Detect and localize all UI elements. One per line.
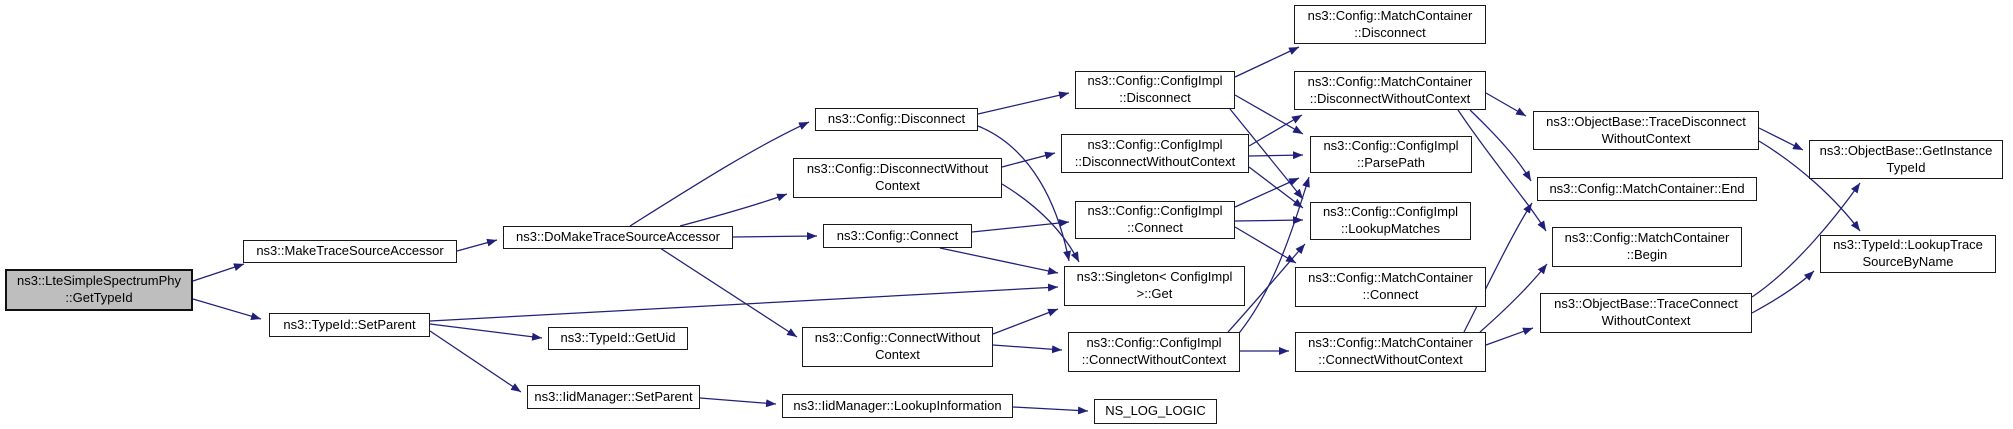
edge-maketrace-to-domake — [456, 238, 498, 252]
node-ns-log-logic[interactable]: NS_LOG_LOGIC — [1094, 399, 1217, 424]
node-matchcontainer-end[interactable]: ns3::Config::MatchContainer::End — [1537, 177, 1757, 201]
edge-tracedisc-to-getinstance — [1758, 127, 1804, 151]
node-config-connect[interactable]: ns3::Config::Connect — [823, 224, 972, 248]
edge-cfgdisc-to-impldisc — [977, 91, 1070, 115]
node-typeid-getuid[interactable]: ns3::TypeId::GetUid — [548, 327, 688, 350]
edge-cfgdwc-to-singleton — [1001, 183, 1080, 263]
edge-domake-to-cfgconn — [732, 232, 818, 241]
node-do-make-trace-source-accessor[interactable]: ns3::DoMakeTraceSourceAccessor — [503, 226, 733, 249]
edge-cfgcwc-to-singleton — [992, 308, 1059, 335]
edge-mcdwc-to-mcbegin — [1457, 109, 1547, 232]
edge-implcwc-to-parsepath — [1234, 176, 1310, 339]
edge-traceconn-to-lookupbyname — [1751, 270, 1815, 314]
node-typeid-lookup-trace-source-by-name[interactable]: ns3::TypeId::LookupTrace SourceByName — [1820, 235, 1996, 273]
node-configimpl-connect[interactable]: ns3::Config::ConfigImpl ::Connect — [1075, 201, 1235, 239]
node-configimpl-disconnect[interactable]: ns3::Config::ConfigImpl ::Disconnect — [1075, 71, 1235, 109]
node-matchcontainer-connect-without-context[interactable]: ns3::Config::MatchContainer ::ConnectWit… — [1295, 332, 1486, 372]
node-config-connect-without-context[interactable]: ns3::Config::ConnectWithout Context — [802, 327, 993, 367]
edge-setparent-to-iidsetparent — [429, 330, 522, 393]
edge-setparent-to-singleton — [429, 283, 1059, 322]
node-iidmanager-lookupinformation[interactable]: ns3::IidManager::LookupInformation — [782, 394, 1013, 418]
node-objectbase-trace-disconnect-without-context[interactable]: ns3::ObjectBase::TraceDisconnect Without… — [1533, 111, 1759, 150]
edge-lookupinfo-to-nslog — [1012, 406, 1089, 415]
node-configimpl-disconnect-without-context[interactable]: ns3::Config::ConfigImpl ::DisconnectWith… — [1061, 134, 1249, 173]
edge-gettypeid-to-setparent — [192, 298, 262, 321]
node-singleton-configimpl-get[interactable]: ns3::Singleton< ConfigImpl >::Get — [1064, 266, 1245, 306]
edge-implconn-to-mcconn — [1234, 226, 1297, 264]
edge-impldwc-to-mcdwc — [1248, 114, 1303, 147]
node-configimpl-connect-without-context[interactable]: ns3::Config::ConfigImpl ::ConnectWithout… — [1068, 332, 1240, 372]
edge-cfgconn-to-singleton — [939, 247, 1059, 275]
edge-domake-to-cfgdwc — [679, 193, 788, 227]
edge-mccwc-to-traceconn — [1485, 327, 1534, 346]
edge-cfgcwc-to-implcwc — [992, 344, 1063, 354]
node-configimpl-parsepath[interactable]: ns3::Config::ConfigImpl ::ParsePath — [1310, 136, 1472, 173]
node-matchcontainer-disconnect[interactable]: ns3::Config::MatchContainer ::Disconnect — [1294, 5, 1486, 44]
edge-domake-to-cfgcwc — [659, 247, 798, 338]
node-matchcontainer-connect[interactable]: ns3::Config::MatchContainer ::Connect — [1295, 267, 1486, 307]
edge-cfgdisc-to-singleton — [977, 125, 1071, 262]
edge-mcdwc-to-tracedisc — [1485, 92, 1527, 117]
edge-mccwc-to-mcbegin — [1479, 263, 1548, 333]
edge-iidsetparent-to-lookupinfo — [699, 397, 777, 408]
node-lte-simple-spectrum-phy-gettypeid[interactable]: ns3::LteSimpleSpectrumPhy ::GetTypeId — [5, 269, 193, 311]
edge-setparent-to-getuid — [429, 323, 543, 341]
node-typeid-setparent[interactable]: ns3::TypeId::SetParent — [269, 313, 430, 337]
edge-domake-to-cfgdisc — [629, 121, 810, 227]
edge-impldisc-to-parsepath — [1234, 94, 1304, 135]
edge-implconn-to-parsepath — [1234, 177, 1300, 208]
node-configimpl-lookupmatches[interactable]: ns3::Config::ConfigImpl ::LookupMatches — [1310, 202, 1471, 240]
edge-impldwc-to-parsepath — [1248, 151, 1304, 160]
edge-traceconn-to-getinstance — [1751, 182, 1861, 298]
edge-implconn-to-lookupmatches — [1234, 216, 1304, 225]
edge-impldisc-to-mcdisc — [1234, 46, 1300, 78]
edge-cfgconn-to-implconn — [971, 219, 1070, 233]
edge-cfgdwc-to-impldwc — [1001, 151, 1056, 168]
edge-tracedisc-to-lookupbyname — [1758, 140, 1861, 232]
node-make-trace-source-accessor[interactable]: ns3::MakeTraceSourceAccessor — [243, 240, 457, 263]
edge-mcdwc-to-mcend — [1469, 109, 1532, 182]
node-iidmanager-setparent[interactable]: ns3::IidManager::SetParent — [527, 385, 700, 409]
node-config-disconnect-without-context[interactable]: ns3::Config::DisconnectWithout Context — [793, 158, 1002, 198]
edge-impldwc-to-lookupmatches — [1248, 166, 1304, 209]
edge-gettypeid-to-maketrace — [192, 263, 245, 282]
node-objectbase-trace-connect-without-context[interactable]: ns3::ObjectBase::TraceConnect WithoutCon… — [1540, 293, 1752, 333]
node-matchcontainer-disconnect-without-context[interactable]: ns3::Config::MatchContainer ::Disconnect… — [1294, 71, 1486, 110]
edge-implcwc-to-lookupmatches — [1227, 243, 1306, 333]
node-config-disconnect[interactable]: ns3::Config::Disconnect — [815, 108, 978, 131]
edge-mccwc-to-mcend — [1463, 202, 1533, 333]
node-matchcontainer-begin[interactable]: ns3::Config::MatchContainer ::Begin — [1552, 227, 1742, 267]
node-objectbase-getinstancetypeid[interactable]: ns3::ObjectBase::GetInstance TypeId — [1809, 140, 2003, 179]
